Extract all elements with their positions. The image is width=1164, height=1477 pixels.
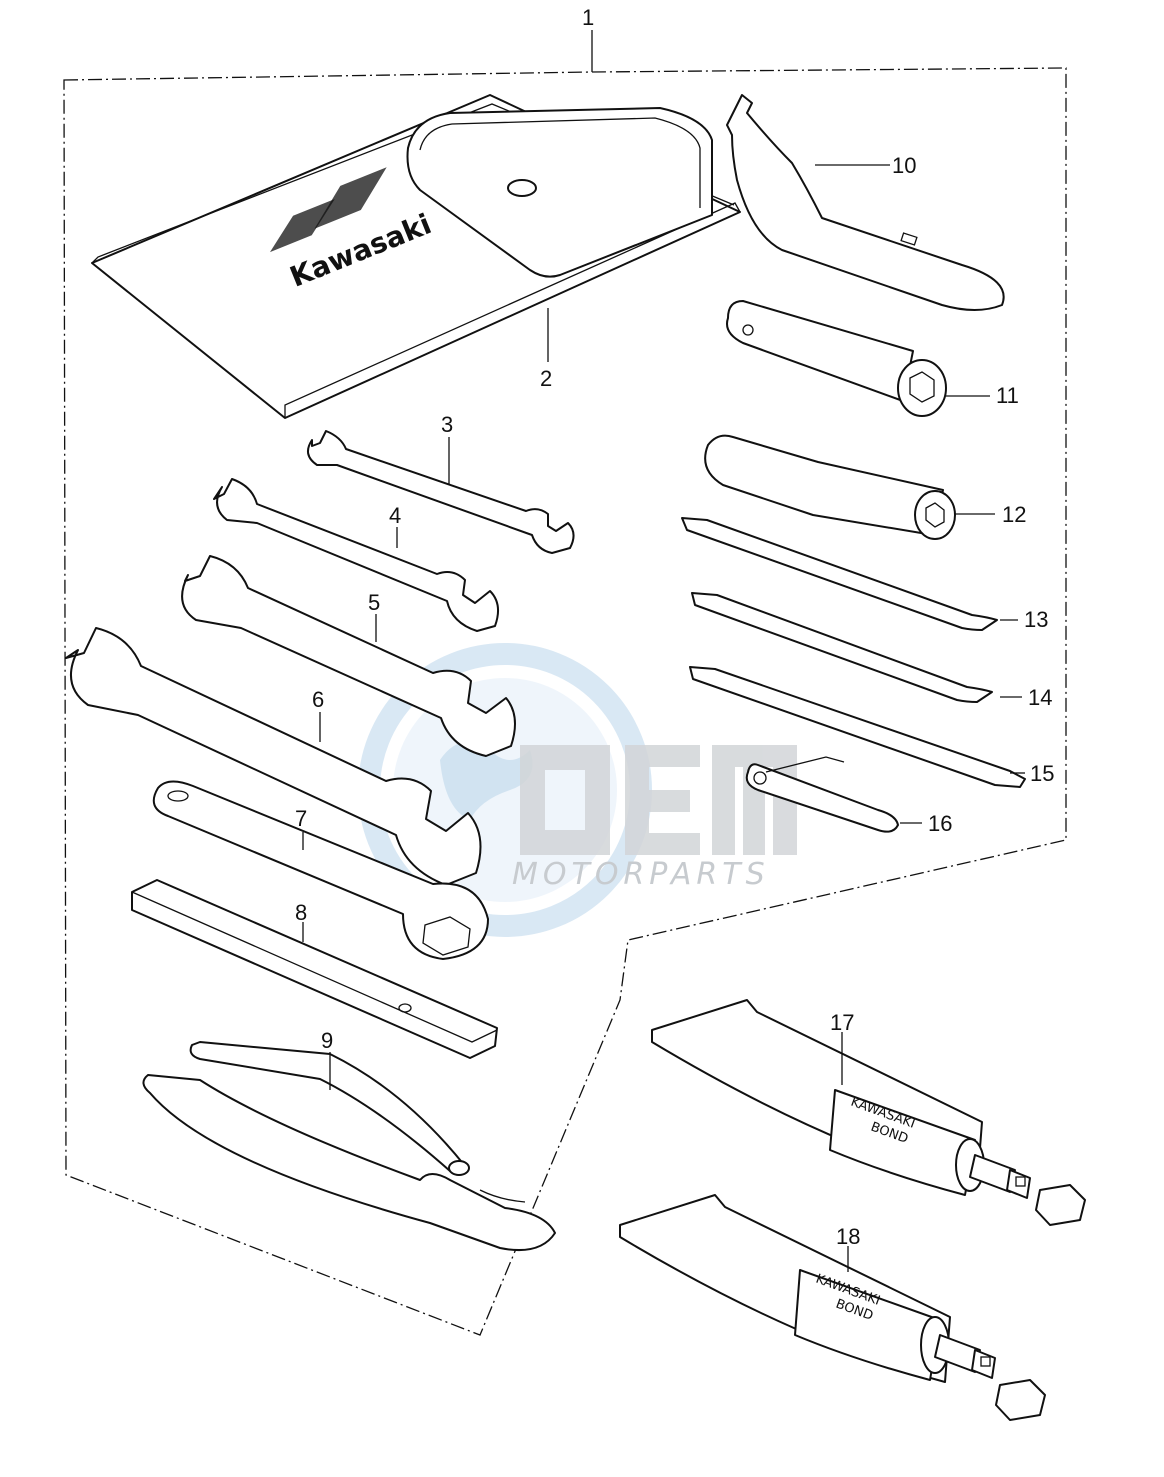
callout-10: 10 (892, 153, 916, 178)
callout-16: 16 (928, 811, 952, 836)
part-12-driver-handle (704, 434, 995, 540)
part-2-tool-pouch: Kawasaki (91, 94, 741, 419)
callout-9: 9 (321, 1028, 333, 1053)
part-10-hook-spanner (726, 94, 1005, 311)
part-8-flat-bar (131, 879, 498, 1059)
part-9-pliers (142, 1041, 556, 1252)
callout-14: 14 (1028, 685, 1052, 710)
watermark-subtitle: MOTORPARTS (512, 857, 770, 892)
callout-3: 3 (441, 412, 453, 437)
part-15-screwdriver-bit (689, 666, 1026, 788)
part-4-wrench (213, 478, 500, 632)
part-18-bond-tube: KAWASAKI BOND (619, 1194, 1046, 1421)
part-13-screwdriver-bit (681, 517, 1018, 631)
part-5-wrench (181, 555, 516, 757)
callout-13: 13 (1024, 607, 1048, 632)
callout-6: 6 (312, 687, 324, 712)
part-3-small-wrench (307, 430, 575, 554)
callout-18: 18 (836, 1224, 860, 1249)
part-11-socket (726, 300, 990, 417)
part-7-box-wrench (152, 780, 489, 960)
part-16-gauge (745, 756, 922, 833)
callout-2: 2 (540, 366, 552, 391)
callout-15: 15 (1030, 761, 1054, 786)
callout-12: 12 (1002, 502, 1026, 527)
watermark-oem-letters (520, 745, 797, 855)
part-14-screwdriver-bit (691, 592, 1022, 703)
callout-1: 1 (582, 5, 594, 30)
part-6-large-wrench (65, 627, 482, 886)
callout-5: 5 (368, 590, 380, 615)
callout-17: 17 (830, 1010, 854, 1035)
callout-11: 11 (996, 383, 1019, 408)
callout-7: 7 (295, 806, 307, 831)
callout-8: 8 (295, 900, 307, 925)
part-17-bond-tube: KAWASAKI BOND (651, 999, 1086, 1226)
callout-4: 4 (389, 503, 401, 528)
kit-boundary (63, 30, 1067, 1336)
